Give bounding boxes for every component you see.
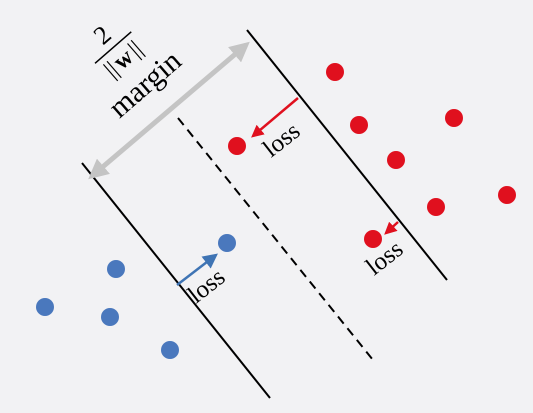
formula-numerator: 2	[88, 20, 117, 50]
loss-arrow-red-lower	[384, 221, 399, 235]
positive-point	[427, 198, 445, 216]
loss-arrow-blue	[176, 253, 218, 286]
positive-margin-line	[246, 29, 448, 281]
positive-point-violating	[228, 137, 246, 155]
positive-point	[498, 186, 516, 204]
positive-point-violating	[364, 230, 382, 248]
positive-point	[326, 63, 344, 81]
loss-arrow-red-upper	[251, 97, 299, 138]
negative-point-violating	[218, 234, 236, 252]
negative-point	[101, 308, 119, 326]
loss-label-blue: loss	[183, 263, 230, 308]
formula-fraction-bar	[94, 31, 132, 64]
negative-point	[36, 298, 54, 316]
negative-margin-line	[81, 162, 271, 399]
positive-point	[445, 109, 463, 127]
margin-double-arrow	[88, 41, 250, 180]
negative-point	[161, 341, 179, 359]
positive-point	[350, 116, 368, 134]
margin-formula: 2 || w || margin	[88, 20, 188, 124]
positive-point	[387, 151, 405, 169]
negative-point	[107, 260, 125, 278]
